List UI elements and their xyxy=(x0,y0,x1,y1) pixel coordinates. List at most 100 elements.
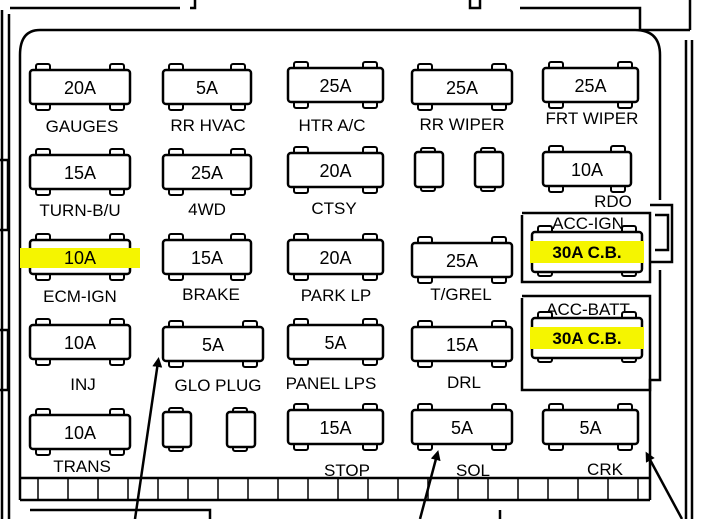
empty-fuse-slot xyxy=(161,407,193,452)
fuse-brake: 15A BRAKE xyxy=(161,233,253,304)
fuse-rating: 25A xyxy=(191,163,223,183)
fuse-rating: 15A xyxy=(191,248,223,268)
fuse-stop: 15A STOP xyxy=(286,403,385,480)
fuse-body xyxy=(28,153,132,191)
fuse-label: HTR A/C xyxy=(298,116,365,135)
circuit-breaker-acc-batt: ACC-BATT 30A C.B. xyxy=(530,300,644,363)
fuse-rating: 25A xyxy=(574,76,606,96)
fuse-rr-wiper: 25A RR WIPER xyxy=(410,63,514,134)
fuse-body xyxy=(161,68,253,106)
fuse-label: DRL xyxy=(447,373,481,392)
fuse-body xyxy=(28,68,132,106)
fuse-label: RR HVAC xyxy=(170,116,245,135)
fuse-rating: 25A xyxy=(319,76,351,96)
fuse-label: RR WIPER xyxy=(420,115,505,134)
fuse-label: GAUGES xyxy=(46,117,119,136)
fuse-inj: 10A INJ xyxy=(28,318,132,394)
fuse-label: FRT WIPER xyxy=(546,109,639,128)
fuse-rdo: 10A RDO xyxy=(541,145,633,211)
fuse-turn-bu: 15A TURN-B/U xyxy=(28,148,132,220)
fuse-rating: 5A xyxy=(196,78,218,98)
fuse-label: TRANS xyxy=(53,457,111,476)
fuse-label: ECM-IGN xyxy=(43,287,117,306)
fuse-rating: 5A xyxy=(579,418,601,438)
fuse-label: CTSY xyxy=(311,199,356,218)
cb-highlight xyxy=(530,241,644,263)
circuit-breaker-frames xyxy=(520,211,652,392)
arrow-crk xyxy=(645,451,684,519)
empty-fuse-slot xyxy=(473,147,505,192)
fuse-rating: 20A xyxy=(319,161,351,181)
fuse-body xyxy=(286,323,385,361)
cb-rating: 30A C.B. xyxy=(552,329,621,348)
fuse-body xyxy=(541,408,640,446)
fuse-ctsy: 20A CTSY xyxy=(286,146,385,218)
bottom-rail-dividers xyxy=(37,478,639,500)
fuse-rating: 10A xyxy=(571,160,603,180)
fuse-rating: 25A xyxy=(446,78,478,98)
empty-fuse-slot xyxy=(413,147,445,192)
fuse-label: PANEL LPS xyxy=(286,374,377,393)
fuse-label: T/GREL xyxy=(430,285,491,304)
fuse-body xyxy=(541,150,633,188)
fuse-park-lp: 20A PARK LP xyxy=(286,233,385,305)
fuse-rating: 10A xyxy=(64,423,96,443)
fuse-rating: 25A xyxy=(446,251,478,271)
fuse-ecm-ign: 10A ECM-IGN xyxy=(20,233,140,306)
fuse-label: GLO PLUG xyxy=(175,376,262,395)
fuse-htr-ac: 25A HTR A/C xyxy=(286,61,385,135)
fuse-label: CRK xyxy=(587,460,624,479)
fuse-label: BRAKE xyxy=(182,285,240,304)
fuse-body xyxy=(286,66,385,104)
fuse-rating: 15A xyxy=(64,163,96,183)
fuse-label: SOL xyxy=(456,461,490,480)
fuse-body xyxy=(28,323,132,361)
fuse-glo-plug: 5A GLO PLUG xyxy=(161,320,265,395)
fuse-frt-wiper: 25A FRT WIPER xyxy=(541,61,640,128)
arrow-glo-plug xyxy=(133,357,163,519)
fuse-gauges: 20A GAUGES xyxy=(28,63,132,136)
fuse-4wd: 25A 4WD xyxy=(161,148,253,219)
fuse-rating: 20A xyxy=(64,78,96,98)
fuse-rating: 10A xyxy=(64,333,96,353)
fuse-body xyxy=(286,238,385,276)
fuse-crk: 5A CRK xyxy=(541,403,640,479)
fuse-body xyxy=(410,68,514,106)
fuse-rating: 10A xyxy=(64,248,96,268)
fuse-body xyxy=(410,241,514,279)
cb-highlight xyxy=(530,327,644,349)
fuse-t-grel: 25A T/GREL xyxy=(410,236,514,304)
fuse-rating: 15A xyxy=(319,418,351,438)
fuse-label: TURN-B/U xyxy=(39,201,120,220)
fuse-body xyxy=(541,66,640,104)
cb-label: ACC-IGN xyxy=(552,214,624,233)
fuse-drl: 15A DRL xyxy=(410,320,514,392)
cb-label: ACC-BATT xyxy=(546,300,630,319)
fuse-highlight xyxy=(20,248,140,268)
circuit-breaker-acc-ign: ACC-IGN 30A C.B. xyxy=(530,214,644,277)
fuse-label: PARK LP xyxy=(301,286,372,305)
cb-rating: 30A C.B. xyxy=(552,243,621,262)
callout-arrows xyxy=(133,357,684,519)
fuse-label: STOP xyxy=(324,461,370,480)
fuse-body xyxy=(286,408,385,446)
fuse-label: 4WD xyxy=(188,200,226,219)
fuse-body xyxy=(410,408,514,446)
fuse-rating: 20A xyxy=(319,248,351,268)
empty-slots-layer xyxy=(161,147,505,452)
fuse-label: RDO xyxy=(594,192,632,211)
empty-fuse-slot xyxy=(225,407,257,452)
fuse-trans: 10A TRANS xyxy=(28,408,132,476)
fuse-body xyxy=(410,325,514,363)
fuse-rr-hvac: 5A RR HVAC xyxy=(161,63,253,135)
fuse-label: INJ xyxy=(70,375,96,394)
fuse-rating: 15A xyxy=(446,335,478,355)
fuse-rating: 5A xyxy=(202,335,224,355)
fuse-body xyxy=(161,153,253,191)
circuit-breakers-layer: ACC-IGN 30A C.B. ACC-BATT 30A C.B. xyxy=(530,214,644,363)
fuse-body xyxy=(28,413,132,451)
